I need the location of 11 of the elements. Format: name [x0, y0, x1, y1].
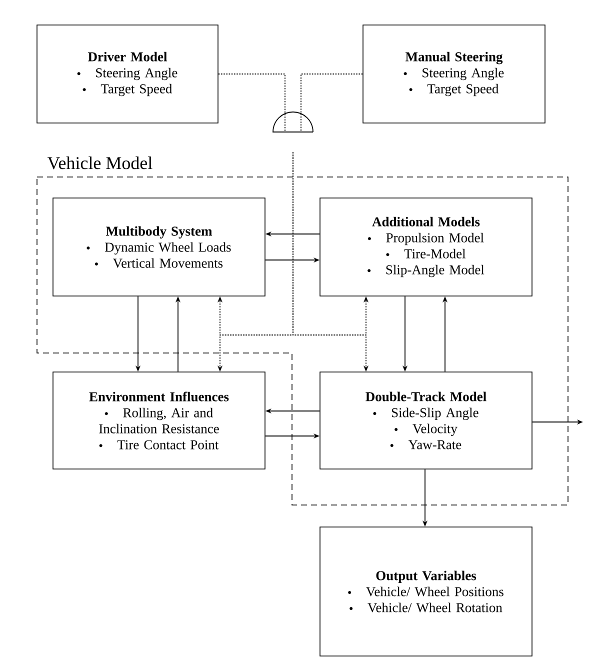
model-box: Output Variables Vehicle/ Wheel Positions Vehicle/ Wheel Rotation — [320, 526, 532, 656]
model-box: Double-Track Model Side-Slip Angle Velocity Yaw-Rate — [320, 372, 532, 470]
dotted-line — [218, 74, 286, 132]
model-box: Additional Models Propulsion Model Tire-Model Slip-Angle Model — [320, 198, 532, 296]
model-box: Driver Model Steering Angle Target Speed — [36, 24, 218, 124]
model-box: Environment Influences Rolling, Air and Inclination Resistance Tire Contact Point — [52, 372, 266, 470]
model-box: Manual Steering Steering Angle Target Speed — [362, 24, 546, 124]
model-box: Multibody System Dynamic Wheel Loads Vertical Movements — [52, 198, 266, 296]
semicircle-junction — [272, 112, 314, 132]
node-label: Vehicle Model — [47, 156, 152, 170]
dotted-line — [300, 74, 364, 132]
